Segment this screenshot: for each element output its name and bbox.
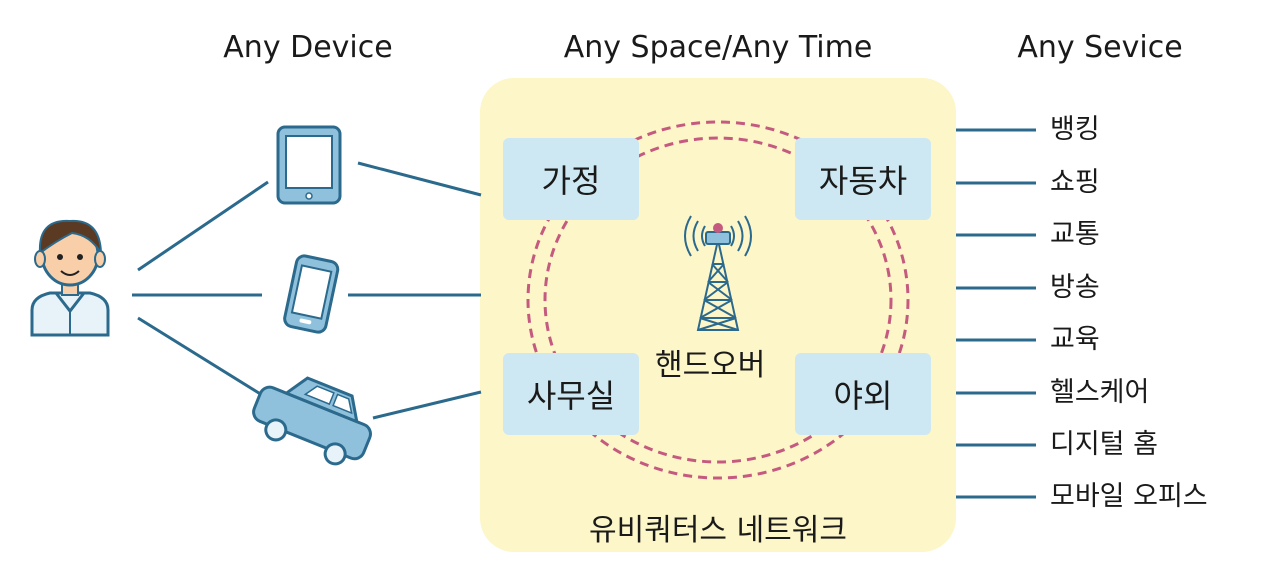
smartphone-icon xyxy=(283,254,340,334)
service-healthcare: 헬스케어 xyxy=(1050,377,1150,408)
connector-tablet-network xyxy=(357,161,482,197)
handover-ring-inner xyxy=(543,136,893,464)
service-connectors xyxy=(956,128,1036,499)
car-icon xyxy=(252,376,372,466)
heading-any-service: Any Sevice xyxy=(1017,30,1183,65)
network-label: 유비쿼터스 네트워크 xyxy=(589,513,847,548)
connector-car-network xyxy=(372,390,482,420)
service-transport: 교통 xyxy=(1050,219,1100,250)
service-broadcast: 방송 xyxy=(1050,272,1100,303)
service-digital-home: 디지털 홈 xyxy=(1050,429,1158,460)
service-mobile-office: 모바일 오피스 xyxy=(1050,481,1208,512)
service-shopping: 쇼핑 xyxy=(1050,167,1100,198)
handover-label: 핸드오버 xyxy=(655,348,766,383)
connector-person-tablet xyxy=(137,180,269,272)
connector-person-car xyxy=(137,316,263,397)
tablet-icon xyxy=(276,125,342,205)
service-banking: 뱅킹 xyxy=(1050,114,1100,145)
heading-any-space-time: Any Space/Any Time xyxy=(563,30,873,65)
zone-office: 사무실 xyxy=(503,353,639,435)
zone-car: 자동차 xyxy=(795,138,931,220)
person-icon xyxy=(30,219,110,337)
handover-ring-outer xyxy=(526,120,910,480)
heading-any-device: Any Device xyxy=(223,30,393,65)
zone-outdoor: 야외 xyxy=(795,353,931,435)
service-education: 교육 xyxy=(1050,324,1100,355)
antenna-tower-icon xyxy=(684,215,752,331)
zone-home: 가정 xyxy=(503,138,639,220)
